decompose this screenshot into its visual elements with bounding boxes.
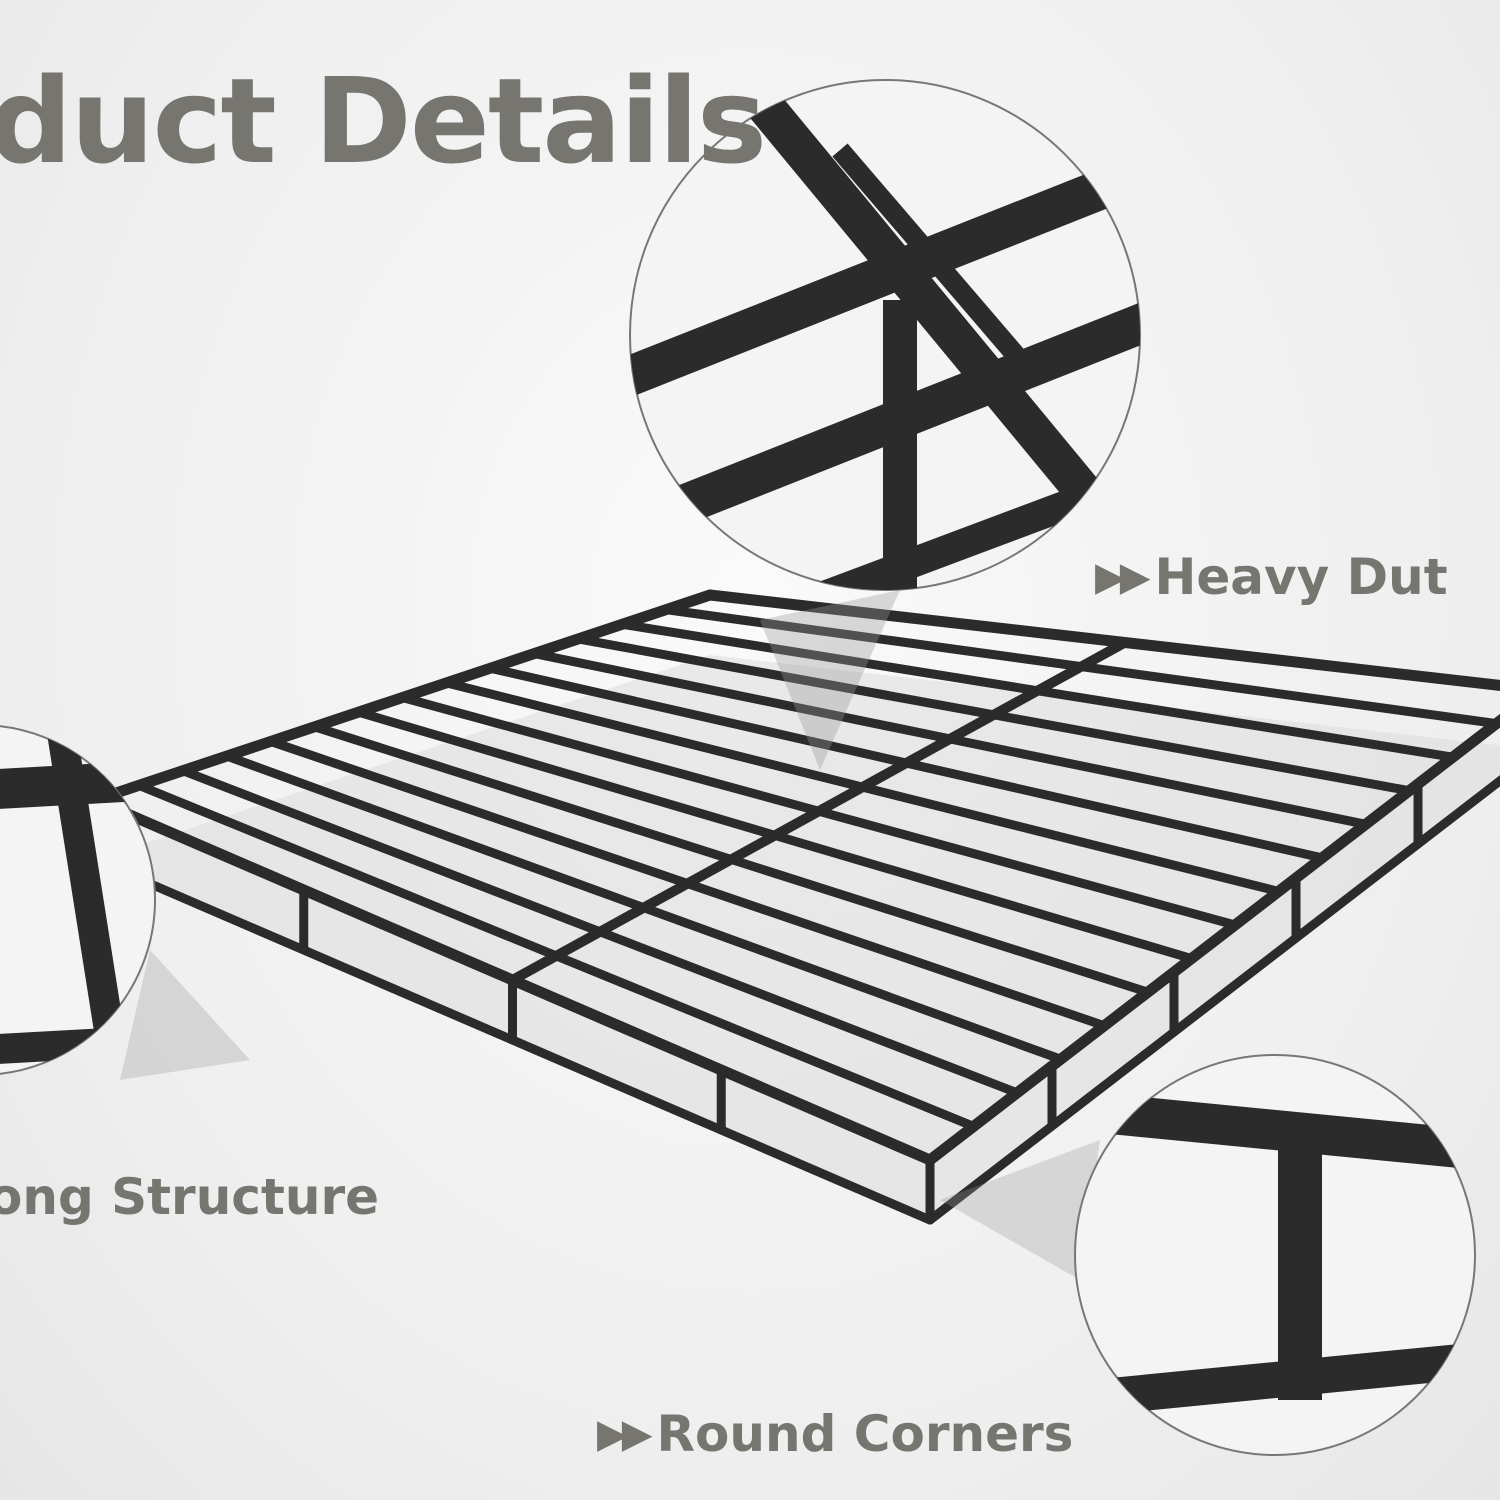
detail-bar xyxy=(832,143,1028,367)
bottom-rail xyxy=(925,775,1500,1225)
feature-label: ong Structure xyxy=(0,1168,380,1226)
center-rail xyxy=(507,637,1130,985)
heavy-duty-magnifier-detail xyxy=(630,87,1140,590)
frame-rail xyxy=(89,589,716,806)
feature-label: Heavy Dut xyxy=(1154,548,1448,606)
round-corners-magnifier-detail xyxy=(1075,1090,1475,1418)
pointer-cone xyxy=(760,590,900,770)
frame-rail xyxy=(704,589,1500,691)
pointer-cone xyxy=(940,1140,1100,1280)
play-arrows-icon: ▶▶ xyxy=(1095,554,1150,600)
page-title: duct Details xyxy=(0,52,767,190)
play-arrows-icon: ▶▶ xyxy=(597,1411,652,1457)
frame-rail xyxy=(89,794,936,1166)
detail-bar xyxy=(754,485,1086,590)
detail-bar xyxy=(1075,1090,1475,1170)
feature-strong-structure: ong Structure xyxy=(0,1168,379,1226)
detail-bar xyxy=(0,760,155,820)
frame-rail xyxy=(924,713,1500,1166)
pointer-cone xyxy=(120,950,250,1080)
floor-shadow xyxy=(95,655,1500,1220)
feature-round-corners: ▶▶Round Corners xyxy=(597,1405,1073,1463)
detail-bar xyxy=(1075,1342,1475,1418)
detail-bar xyxy=(745,87,1140,573)
feature-heavy-duty: ▶▶Heavy Dut xyxy=(1095,548,1448,606)
feature-label: Round Corners xyxy=(656,1405,1074,1463)
detail-bar xyxy=(630,151,1140,399)
